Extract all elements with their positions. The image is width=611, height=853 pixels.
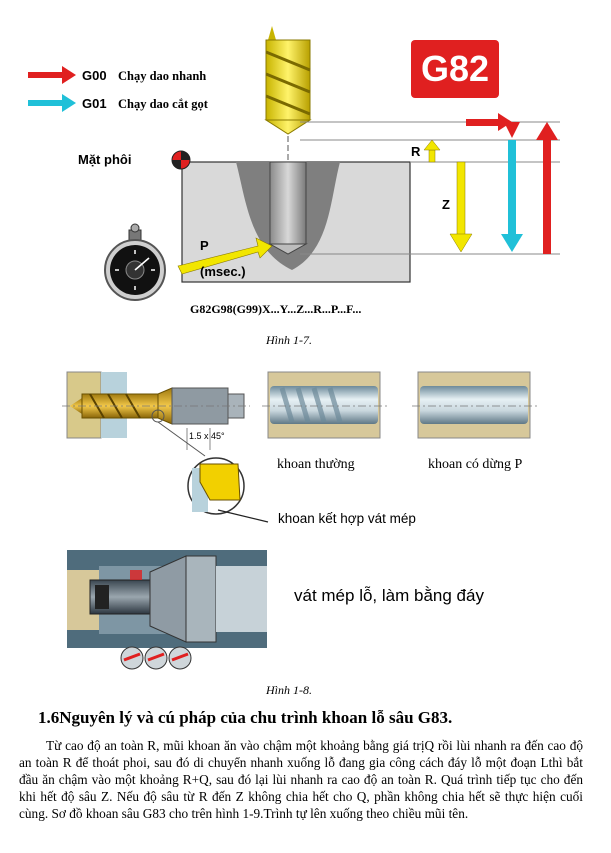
g82-diagram xyxy=(28,26,560,301)
normal-drilling-panel xyxy=(262,371,390,439)
insert-circles xyxy=(120,646,192,670)
rapid-arrow-legend xyxy=(28,66,76,84)
g82-badge: G82 xyxy=(411,40,499,98)
p-label: P xyxy=(200,238,209,253)
workpiece-surface-label: Mặt phôi xyxy=(78,152,132,167)
chamfer-drilling-label: vát mép lỗ, làm bằng đáy xyxy=(294,586,484,605)
drilling-types-diagram: 1.5 x 45° xyxy=(62,371,540,670)
hole xyxy=(269,161,307,245)
dwell-arrow xyxy=(177,237,273,275)
section-heading: 1.6Nguyên lý và cú pháp của chu trình kh… xyxy=(38,708,453,727)
figure-caption-1-7: Hình 1-7. xyxy=(266,333,312,347)
g82-syntax: G82G98(G99)X...Y...Z...R...P...F... xyxy=(190,302,362,316)
dwell-drilling-panel xyxy=(412,371,540,439)
combined-drilling-label: khoan kết hợp vát mép xyxy=(278,511,416,526)
chamfer-detail xyxy=(187,457,269,523)
r-label: R xyxy=(411,144,421,159)
g01-code: G01 xyxy=(82,96,107,111)
g01-text: Chạy dao cắt gọt xyxy=(118,97,208,111)
z-arrow xyxy=(449,161,473,253)
r-arrow xyxy=(423,139,441,163)
rapid-retract-arrow xyxy=(536,122,558,254)
g00-code: G00 xyxy=(82,68,107,83)
chamfer-tool-panel xyxy=(67,550,267,670)
drill-tip xyxy=(70,398,82,414)
g00-text: Chạy dao nhanh xyxy=(118,69,207,83)
stopwatch-icon xyxy=(104,223,166,301)
section-paragraph: Từ cao độ an toàn R, mũi khoan ăn vào ch… xyxy=(19,738,583,821)
feed-arrow-legend xyxy=(28,94,76,112)
z-label: Z xyxy=(442,197,450,212)
chamfer-dimension: 1.5 x 45° xyxy=(189,431,225,441)
normal-drilling-label: khoan thường xyxy=(277,457,355,472)
dwell-drilling-label: khoan có dừng P xyxy=(428,457,523,472)
rapid-approach-arrow xyxy=(466,113,520,138)
feed-down-arrow xyxy=(501,140,523,252)
workpiece-surface-icon xyxy=(171,150,191,170)
combined-drill-panel xyxy=(62,371,250,457)
msec-label: (msec.) xyxy=(200,264,246,279)
figure-caption-1-8: Hình 1-8. xyxy=(266,683,312,697)
drill-bit-icon xyxy=(264,26,312,135)
